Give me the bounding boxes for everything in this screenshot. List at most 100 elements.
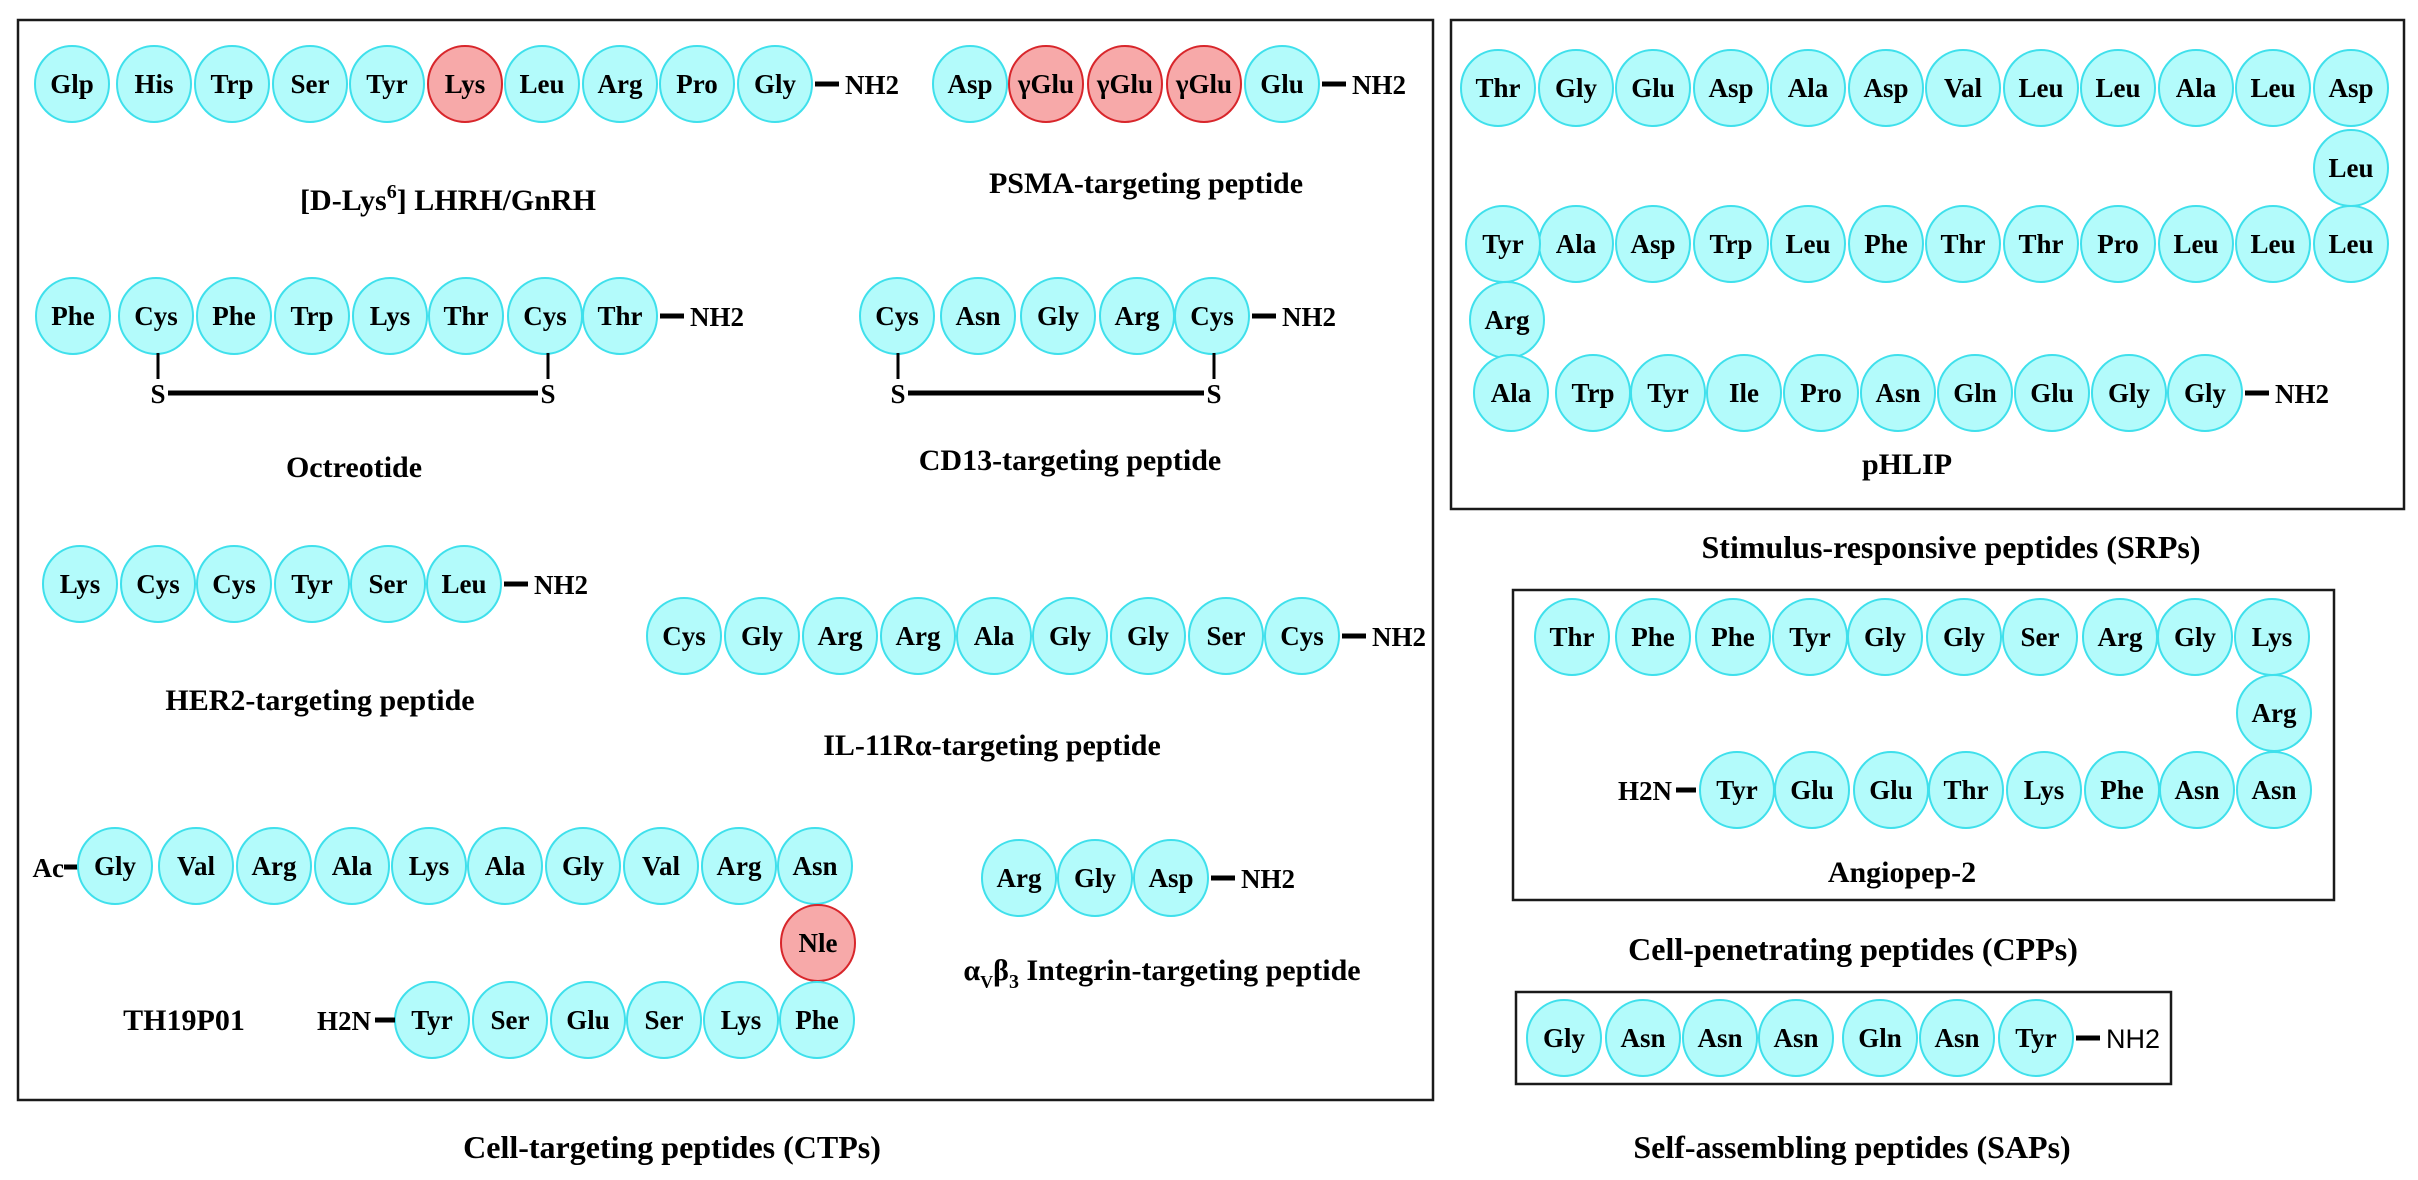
residue-circle — [2002, 598, 2078, 676]
residue-circle — [274, 277, 350, 355]
residue-circle — [779, 981, 855, 1059]
residue-circle — [956, 597, 1032, 675]
residue-circle — [1615, 49, 1691, 127]
residue-circle — [1770, 205, 1846, 283]
residue-octreotide: Thr — [428, 277, 504, 355]
residue-phlip: Leu — [2080, 49, 2156, 127]
residue-th19p01: Asn — [777, 827, 853, 905]
residue-phlip: Gly — [2091, 354, 2167, 432]
residue-lhrh: Ser — [272, 45, 348, 123]
residue-circle — [1008, 45, 1084, 123]
residue-label: Gly — [1555, 73, 1598, 103]
sap-caption: Self-assembling peptides (SAPs) — [1633, 1129, 2070, 1165]
residue-label: Ala — [2176, 73, 2217, 103]
residue-label: Cys — [662, 621, 706, 651]
residue-circle — [1783, 354, 1859, 432]
residue-circle — [352, 277, 428, 355]
residue-circle — [1847, 598, 1923, 676]
residue-label: Thr — [597, 301, 642, 331]
residue-label: Pro — [2097, 229, 2139, 259]
residue-il11: Ser — [1188, 597, 1264, 675]
residue-label: Lys — [721, 1005, 762, 1035]
residue-label: Asp — [2328, 73, 2373, 103]
residue-sap: Asn — [1682, 999, 1758, 1077]
residue-angiopep: Tyr — [1699, 751, 1775, 829]
residue-label: Tyr — [411, 1005, 453, 1035]
residue-circle — [272, 45, 348, 123]
residue-lhrh: Arg — [582, 45, 658, 123]
residue-label: Glu — [566, 1005, 610, 1035]
residue-circle — [350, 545, 426, 623]
residue-phlip: Gly — [2167, 354, 2243, 432]
residue-label: Ala — [1491, 378, 1532, 408]
th19p01-label: TH19P01 — [123, 1004, 245, 1037]
residue-th19p01: Glu — [550, 981, 626, 1059]
residue-lhrh: Tyr — [349, 45, 425, 123]
residue-label: Trp — [1571, 378, 1614, 408]
residue-label: Phe — [1631, 622, 1675, 652]
lhrh-label: [D-Lys6] LHRH/GnRH — [300, 181, 596, 217]
integrin-label: αVβ3 Integrin-targeting peptide — [963, 954, 1360, 993]
residue-cd13: Cys — [1174, 277, 1250, 355]
residue-angiopep: Asn — [2236, 751, 2312, 829]
residue-circle — [1937, 354, 2013, 432]
residue-phlip: Leu — [2003, 49, 2079, 127]
residue-label: Nle — [799, 928, 838, 958]
residue-circle — [1174, 277, 1250, 355]
cd13-c-terminus: NH2 — [1282, 302, 1336, 332]
residue-circle — [1919, 999, 1995, 1077]
residue-th19p01: Tyr — [394, 981, 470, 1059]
residue-circle — [1460, 49, 1536, 127]
residue-integrin: Gly — [1057, 839, 1133, 917]
residue-angiopep: Thr — [1928, 751, 2004, 829]
residue-phlip: Pro — [1783, 354, 1859, 432]
residue-label: Thr — [1549, 622, 1594, 652]
residue-label: Arg — [818, 621, 863, 651]
residue-circle — [1630, 354, 1706, 432]
residue-integrin: Asp — [1133, 839, 1209, 917]
ctp-caption: Cell-targeting peptides (CTPs) — [463, 1129, 881, 1165]
residue-circle — [236, 827, 312, 905]
residue-phlip: Glu — [2014, 354, 2090, 432]
residue-label: Trp — [290, 301, 333, 331]
cpp-panel-frame — [1511, 588, 2336, 902]
residue-lhrh: Trp — [194, 45, 270, 123]
sap-c-terminus: NH2 — [2106, 1024, 2160, 1054]
residue-cd13: Asn — [940, 277, 1016, 355]
residue-label: Ala — [332, 851, 373, 881]
residue-phlip: Asp — [2313, 49, 2389, 127]
residue-label: Lys — [409, 851, 450, 881]
residue-circle — [659, 45, 735, 123]
residue-angiopep: Arg — [2082, 598, 2158, 676]
residue-label: Tyr — [366, 69, 408, 99]
integrin-c-terminus: NH2 — [1241, 864, 1295, 894]
residue-circle — [981, 839, 1057, 917]
residue-il11: Arg — [802, 597, 878, 675]
residue-circle — [737, 45, 813, 123]
residue-label: Glu — [1790, 775, 1834, 805]
residue-circle — [118, 277, 194, 355]
residue-label: Phe — [51, 301, 95, 331]
sap-panel-frame — [1514, 990, 2173, 1086]
residue-lhrh: Lys — [427, 45, 503, 123]
residue-circle — [349, 45, 425, 123]
residue-th19p01: Ser — [626, 981, 702, 1059]
residue-octreotide: Lys — [352, 277, 428, 355]
residue-label: Ala — [1556, 229, 1597, 259]
residue-label: Leu — [519, 69, 564, 99]
residue-circle — [1264, 597, 1340, 675]
th19p01-n-terminus: H2N — [317, 1006, 372, 1036]
residue-circle — [77, 827, 153, 905]
residue-th19p01: Lys — [703, 981, 779, 1059]
residue-label: Arg — [2252, 698, 2297, 728]
residue-angiopep: Gly — [2157, 598, 2233, 676]
residue-label: Lys — [60, 569, 101, 599]
her2-label: HER2-targeting peptide — [165, 684, 474, 717]
residue-angiopep: Gly — [1847, 598, 1923, 676]
residue-label: Gln — [1858, 1023, 1902, 1053]
octreotide-c-terminus: NH2 — [690, 302, 744, 332]
residue-label: Val — [177, 851, 216, 881]
ctp-panel-frame — [16, 18, 1435, 1102]
residue-circle — [1998, 999, 2074, 1077]
residue-label: Ser — [1207, 621, 1246, 651]
